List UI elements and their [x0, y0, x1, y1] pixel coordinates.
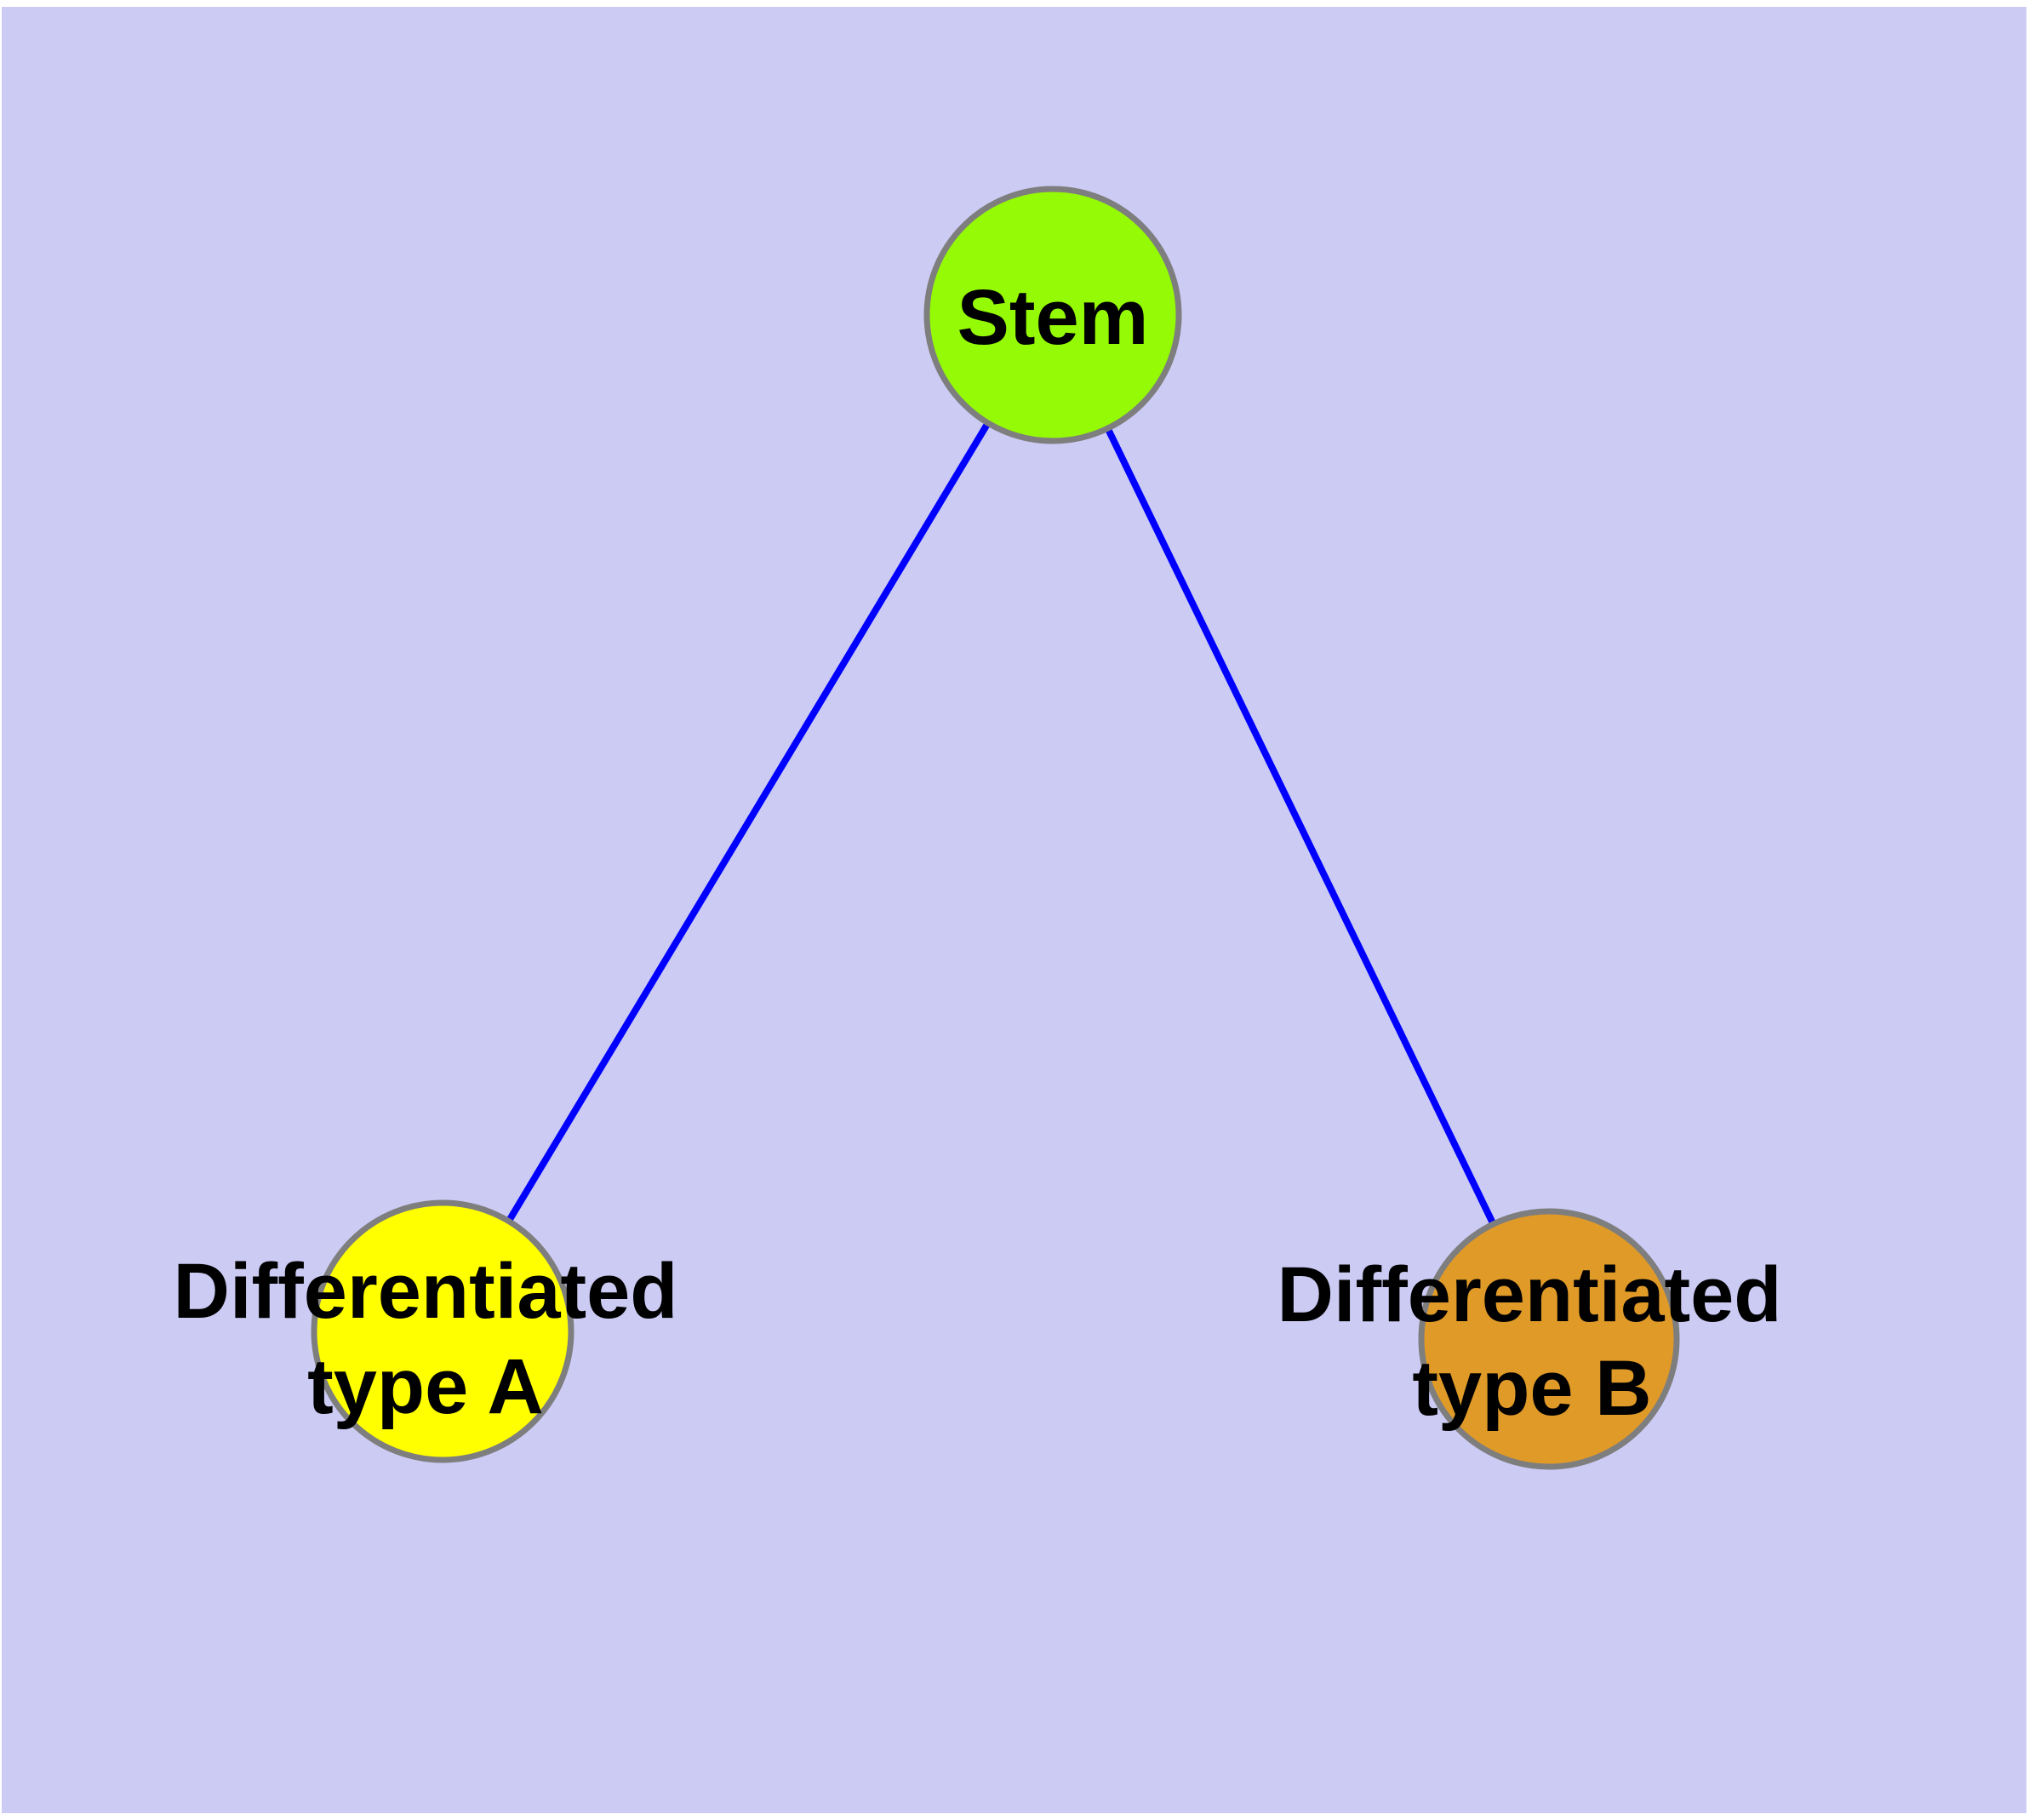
node-stem-label: Stem: [957, 274, 1149, 361]
edge-stem-to-type-b: [1049, 313, 1552, 1341]
node-stem: Stem: [923, 186, 1182, 444]
edge-stem-to-type-a: [439, 312, 1056, 1334]
node-stem-circle: [923, 186, 1182, 444]
node-type-b-label-line2: type B: [1412, 1345, 1651, 1432]
node-type-a-label-line1: Differentiated: [174, 1248, 678, 1335]
node-type-a-circle: [311, 1199, 574, 1463]
node-type-b-label-line1: Differentiated: [1277, 1251, 1782, 1338]
node-type-b-circle: [1418, 1208, 1680, 1470]
node-type-a-label-line2: type A: [307, 1343, 544, 1430]
edges: [439, 312, 1552, 1341]
